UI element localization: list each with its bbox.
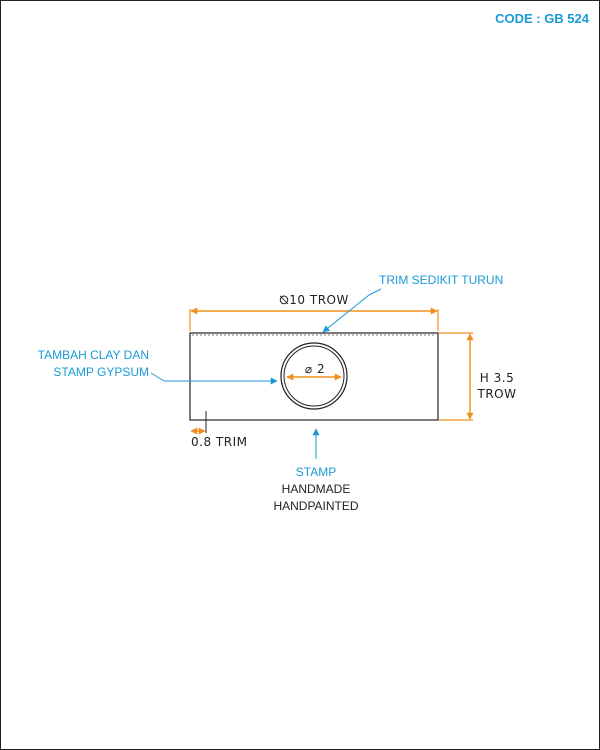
clay-note-leader-a: [150, 372, 165, 382]
width-dimension-label: ⦰10 TROW: [279, 293, 349, 307]
trim-note-leader-b: [322, 294, 370, 333]
product-code: CODE : GB 524: [495, 11, 590, 26]
stamp-note-title: STAMP: [296, 465, 336, 479]
clay-note-line2: STAMP GYPSUM: [53, 365, 149, 379]
trim-dimension-label: 0.8 TRIM: [191, 435, 247, 449]
trim-note-leader-a: [368, 288, 382, 296]
clay-note-line1: TAMBAH CLAY DAN: [38, 348, 149, 362]
height-label-line2: TROW: [477, 387, 517, 401]
hole-outer-circle: [280, 342, 348, 410]
stamp-note-line2: HANDPAINTED: [273, 499, 358, 513]
stamp-note-line1: HANDMADE: [282, 482, 351, 496]
part-outline: [189, 332, 439, 421]
hole-inner-circle: [283, 345, 345, 407]
trim-sedikit-note: TRIM SEDIKIT TURUN: [379, 273, 503, 287]
height-label-line1: H 3.5: [480, 371, 514, 385]
hole-diameter-label: ⌀ 2: [305, 362, 325, 376]
